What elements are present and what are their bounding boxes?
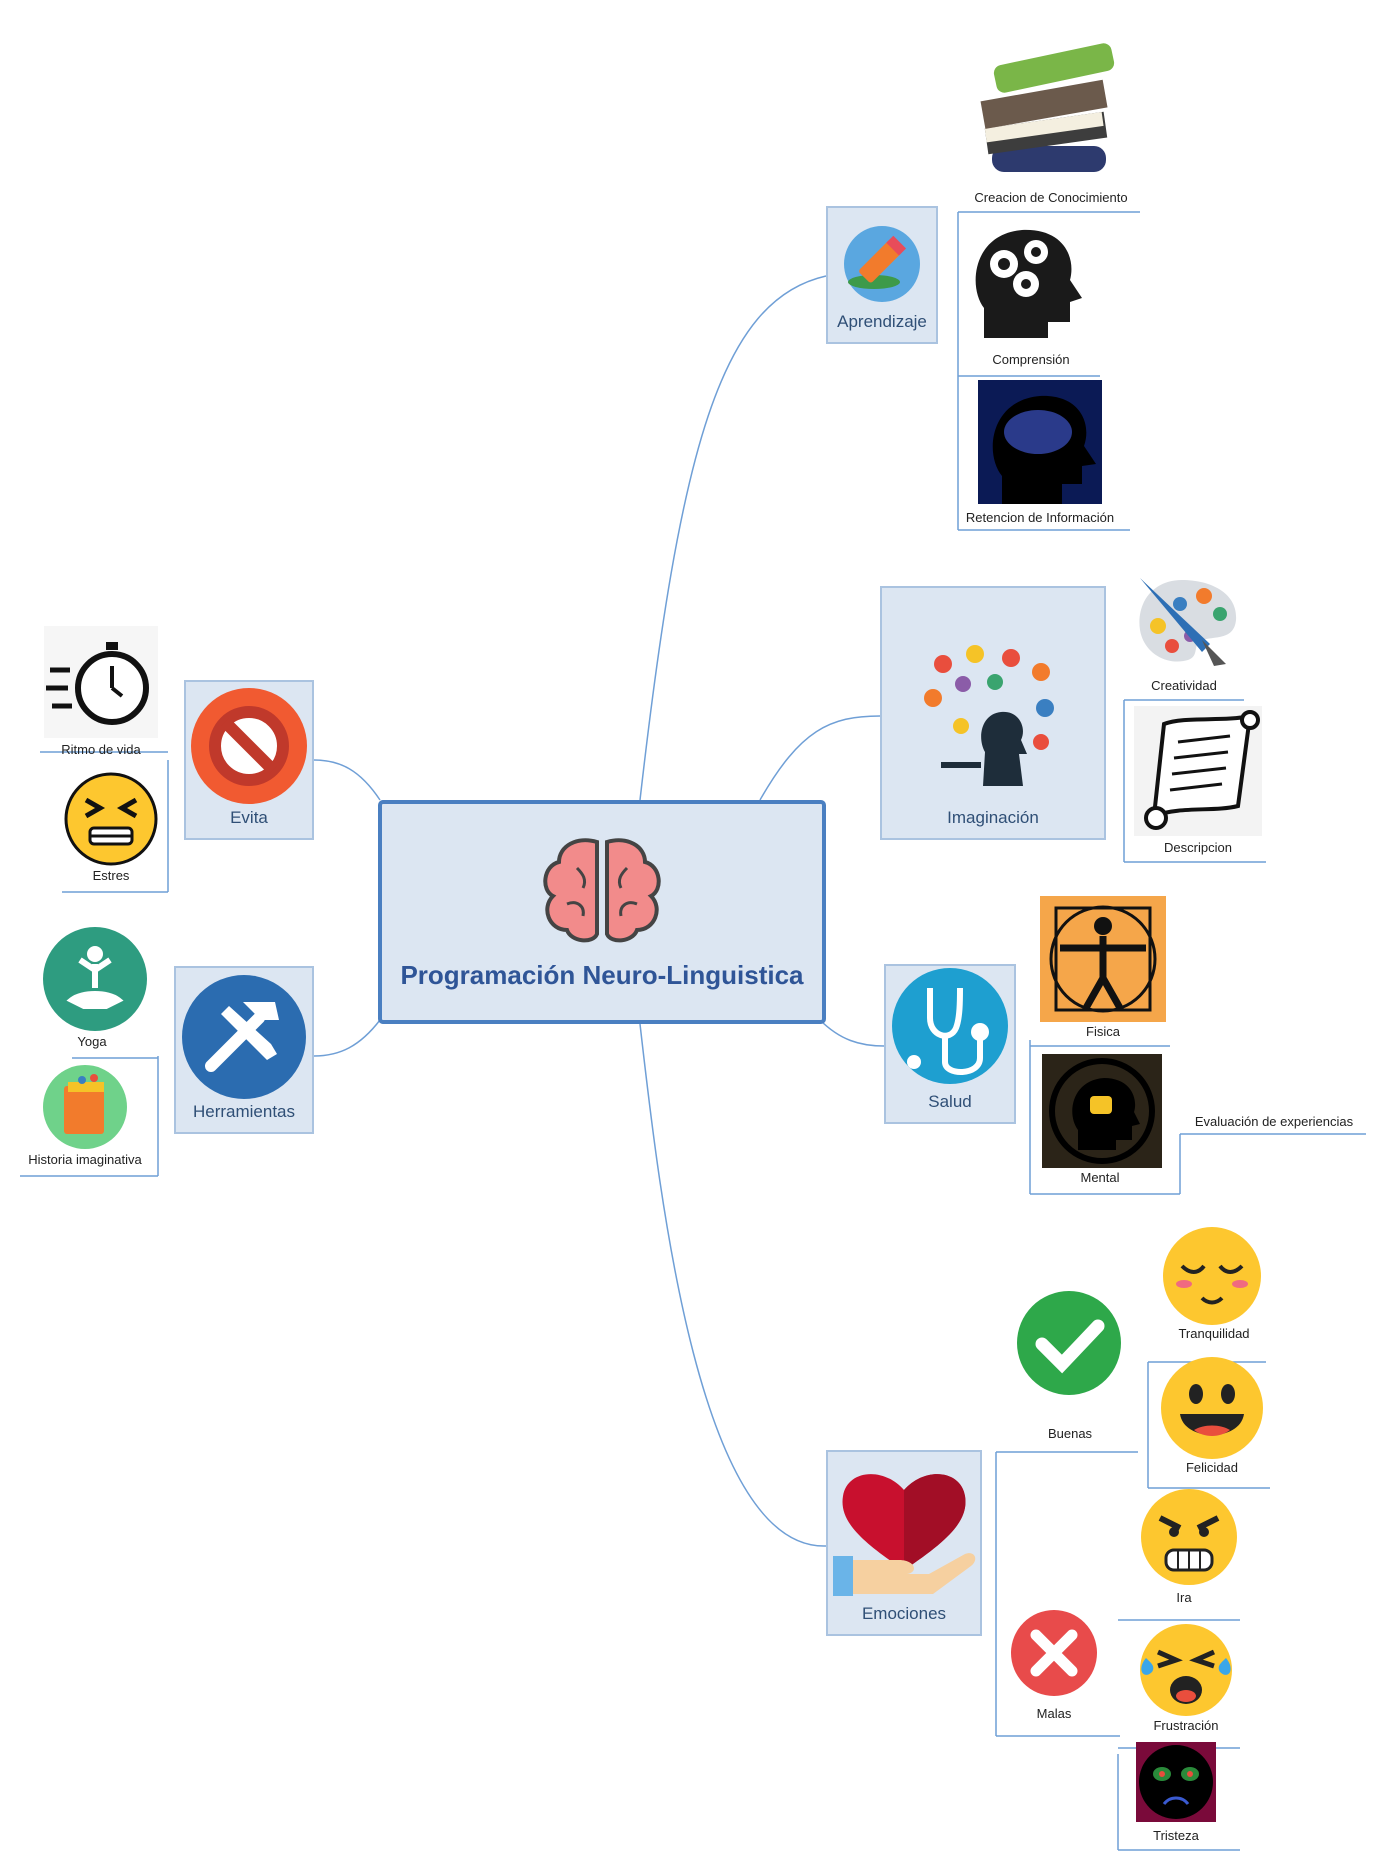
tools-icon [182, 975, 306, 1099]
central-title: Programación Neuro-Linguistica [400, 959, 804, 990]
central-topic[interactable]: Programación Neuro-Linguistica [378, 800, 826, 1024]
calm-face-icon [1163, 1227, 1261, 1325]
leaf-historia[interactable]: Historia imaginativa [28, 1152, 142, 1167]
ideas-icon [924, 645, 1054, 786]
node-evita-label: Evita [230, 808, 268, 827]
node-aprendizaje-label: Aprendizaje [837, 312, 927, 331]
leaf-fisica[interactable]: Fisica [1086, 1024, 1120, 1039]
head-gears-icon [975, 229, 1082, 338]
brain-icon [543, 837, 661, 942]
leaf-ira[interactable]: Ira [1176, 1590, 1192, 1605]
node-salud[interactable]: Salud [884, 964, 1016, 1124]
book-icon [43, 1065, 127, 1149]
node-salud-label: Salud [928, 1092, 972, 1111]
node-evita[interactable]: Evita [184, 680, 314, 840]
vitruvian-icon [1040, 896, 1166, 1022]
leaf-yoga[interactable]: Yoga [77, 1034, 107, 1049]
leaf-tranquilidad[interactable]: Tranquilidad [1178, 1326, 1250, 1341]
leaf-creacion[interactable]: Creacion de Conocimiento [974, 190, 1128, 205]
node-emociones[interactable]: Emociones [826, 1450, 982, 1636]
leaf-ritmo[interactable]: Ritmo de vida [61, 742, 141, 757]
angry-face-icon [1141, 1489, 1237, 1585]
node-emociones-label: Emociones [861, 1604, 947, 1623]
cross-icon [1011, 1610, 1097, 1696]
stethoscope-icon [892, 968, 1008, 1084]
books-icon [980, 43, 1115, 172]
stressed-face-icon [64, 772, 158, 866]
sad-face-icon [1136, 1742, 1216, 1822]
node-herramientas[interactable]: Herramientas [174, 966, 314, 1134]
stopwatch-icon [44, 626, 158, 738]
leaf-evaluacion[interactable]: Evaluación de experiencias [1194, 1114, 1354, 1129]
leaf-frustracion[interactable]: Frustración [1153, 1718, 1219, 1733]
check-icon [1017, 1291, 1121, 1395]
leaf-comprension[interactable]: Comprensión [992, 352, 1070, 367]
crying-face-icon [1140, 1624, 1232, 1716]
forbidden-icon [191, 688, 307, 804]
leaf-estres[interactable]: Estres [92, 868, 130, 883]
head-brain-icon [978, 380, 1102, 504]
leaf-felicidad[interactable]: Felicidad [1185, 1460, 1239, 1475]
node-imaginacion-label: Imaginación [947, 808, 1039, 827]
node-aprendizaje[interactable]: Aprendizaje [826, 206, 938, 344]
happy-face-icon [1161, 1357, 1263, 1459]
leaf-descripcion[interactable]: Descripcion [1164, 840, 1232, 855]
node-imaginacion[interactable]: Imaginación [880, 586, 1106, 840]
pencil-icon [844, 226, 920, 302]
heart-hand-icon [833, 1474, 976, 1596]
yoga-icon [43, 927, 147, 1031]
buenas-label[interactable]: Buenas [1047, 1426, 1093, 1441]
malas-label[interactable]: Malas [1036, 1706, 1072, 1721]
node-herramientas-label: Herramientas [192, 1102, 296, 1121]
leaf-creatividad[interactable]: Creatividad [1151, 678, 1217, 693]
leaf-retencion[interactable]: Retencion de Información [965, 510, 1115, 525]
scroll-icon [1134, 706, 1262, 836]
palette-icon [1139, 578, 1237, 666]
mental-icon [1042, 1054, 1162, 1168]
leaf-mental[interactable]: Mental [1080, 1170, 1120, 1185]
leaf-tristeza[interactable]: Tristeza [1153, 1828, 1199, 1843]
